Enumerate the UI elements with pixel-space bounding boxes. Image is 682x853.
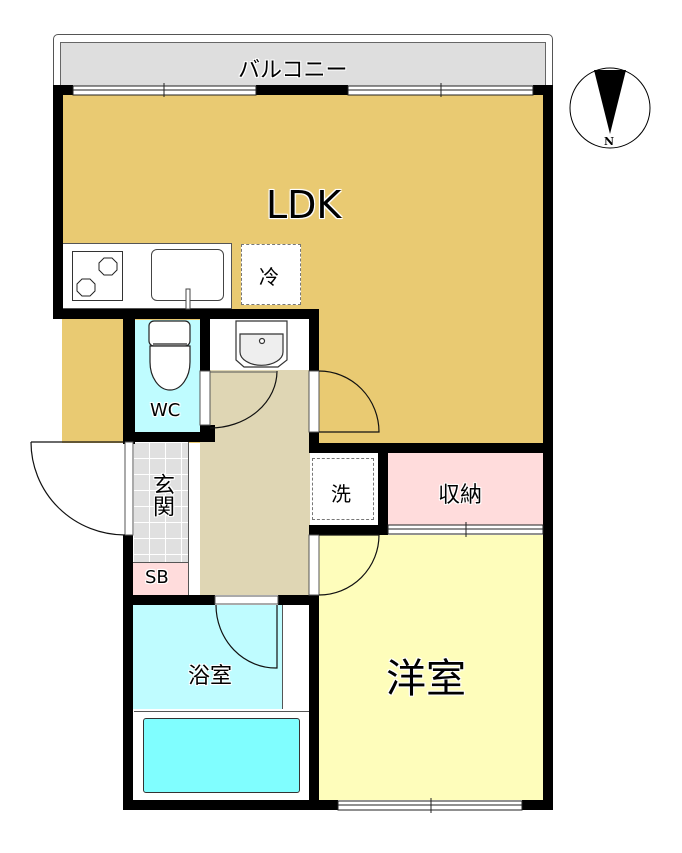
balcony-floor [60,42,546,92]
fridge-space [241,244,301,305]
bath-label: 浴室 [188,664,233,689]
room-storage [388,452,543,528]
bath-side-space [283,605,310,709]
shoebox-label: SB [145,567,169,588]
ldk-label: LDK [266,183,342,227]
room-entrance [133,442,189,562]
washer-space [312,458,374,520]
entrance-label: 玄関 [149,473,174,517]
storage-label: 収納 [438,483,483,508]
washer-label: 洗 [331,482,351,506]
room-hallway [200,370,310,595]
compass-north-label: N [604,135,615,148]
wc-label: WC [150,400,181,421]
room-bath [133,605,283,709]
bathtub [143,718,300,793]
room-shoebox [133,562,189,596]
fridge-label: 冷 [259,265,279,289]
balcony-label: バルコニー [238,58,348,83]
western-room-label: 洋室 [386,656,466,702]
room-western [318,535,543,800]
compass-icon [569,67,651,149]
